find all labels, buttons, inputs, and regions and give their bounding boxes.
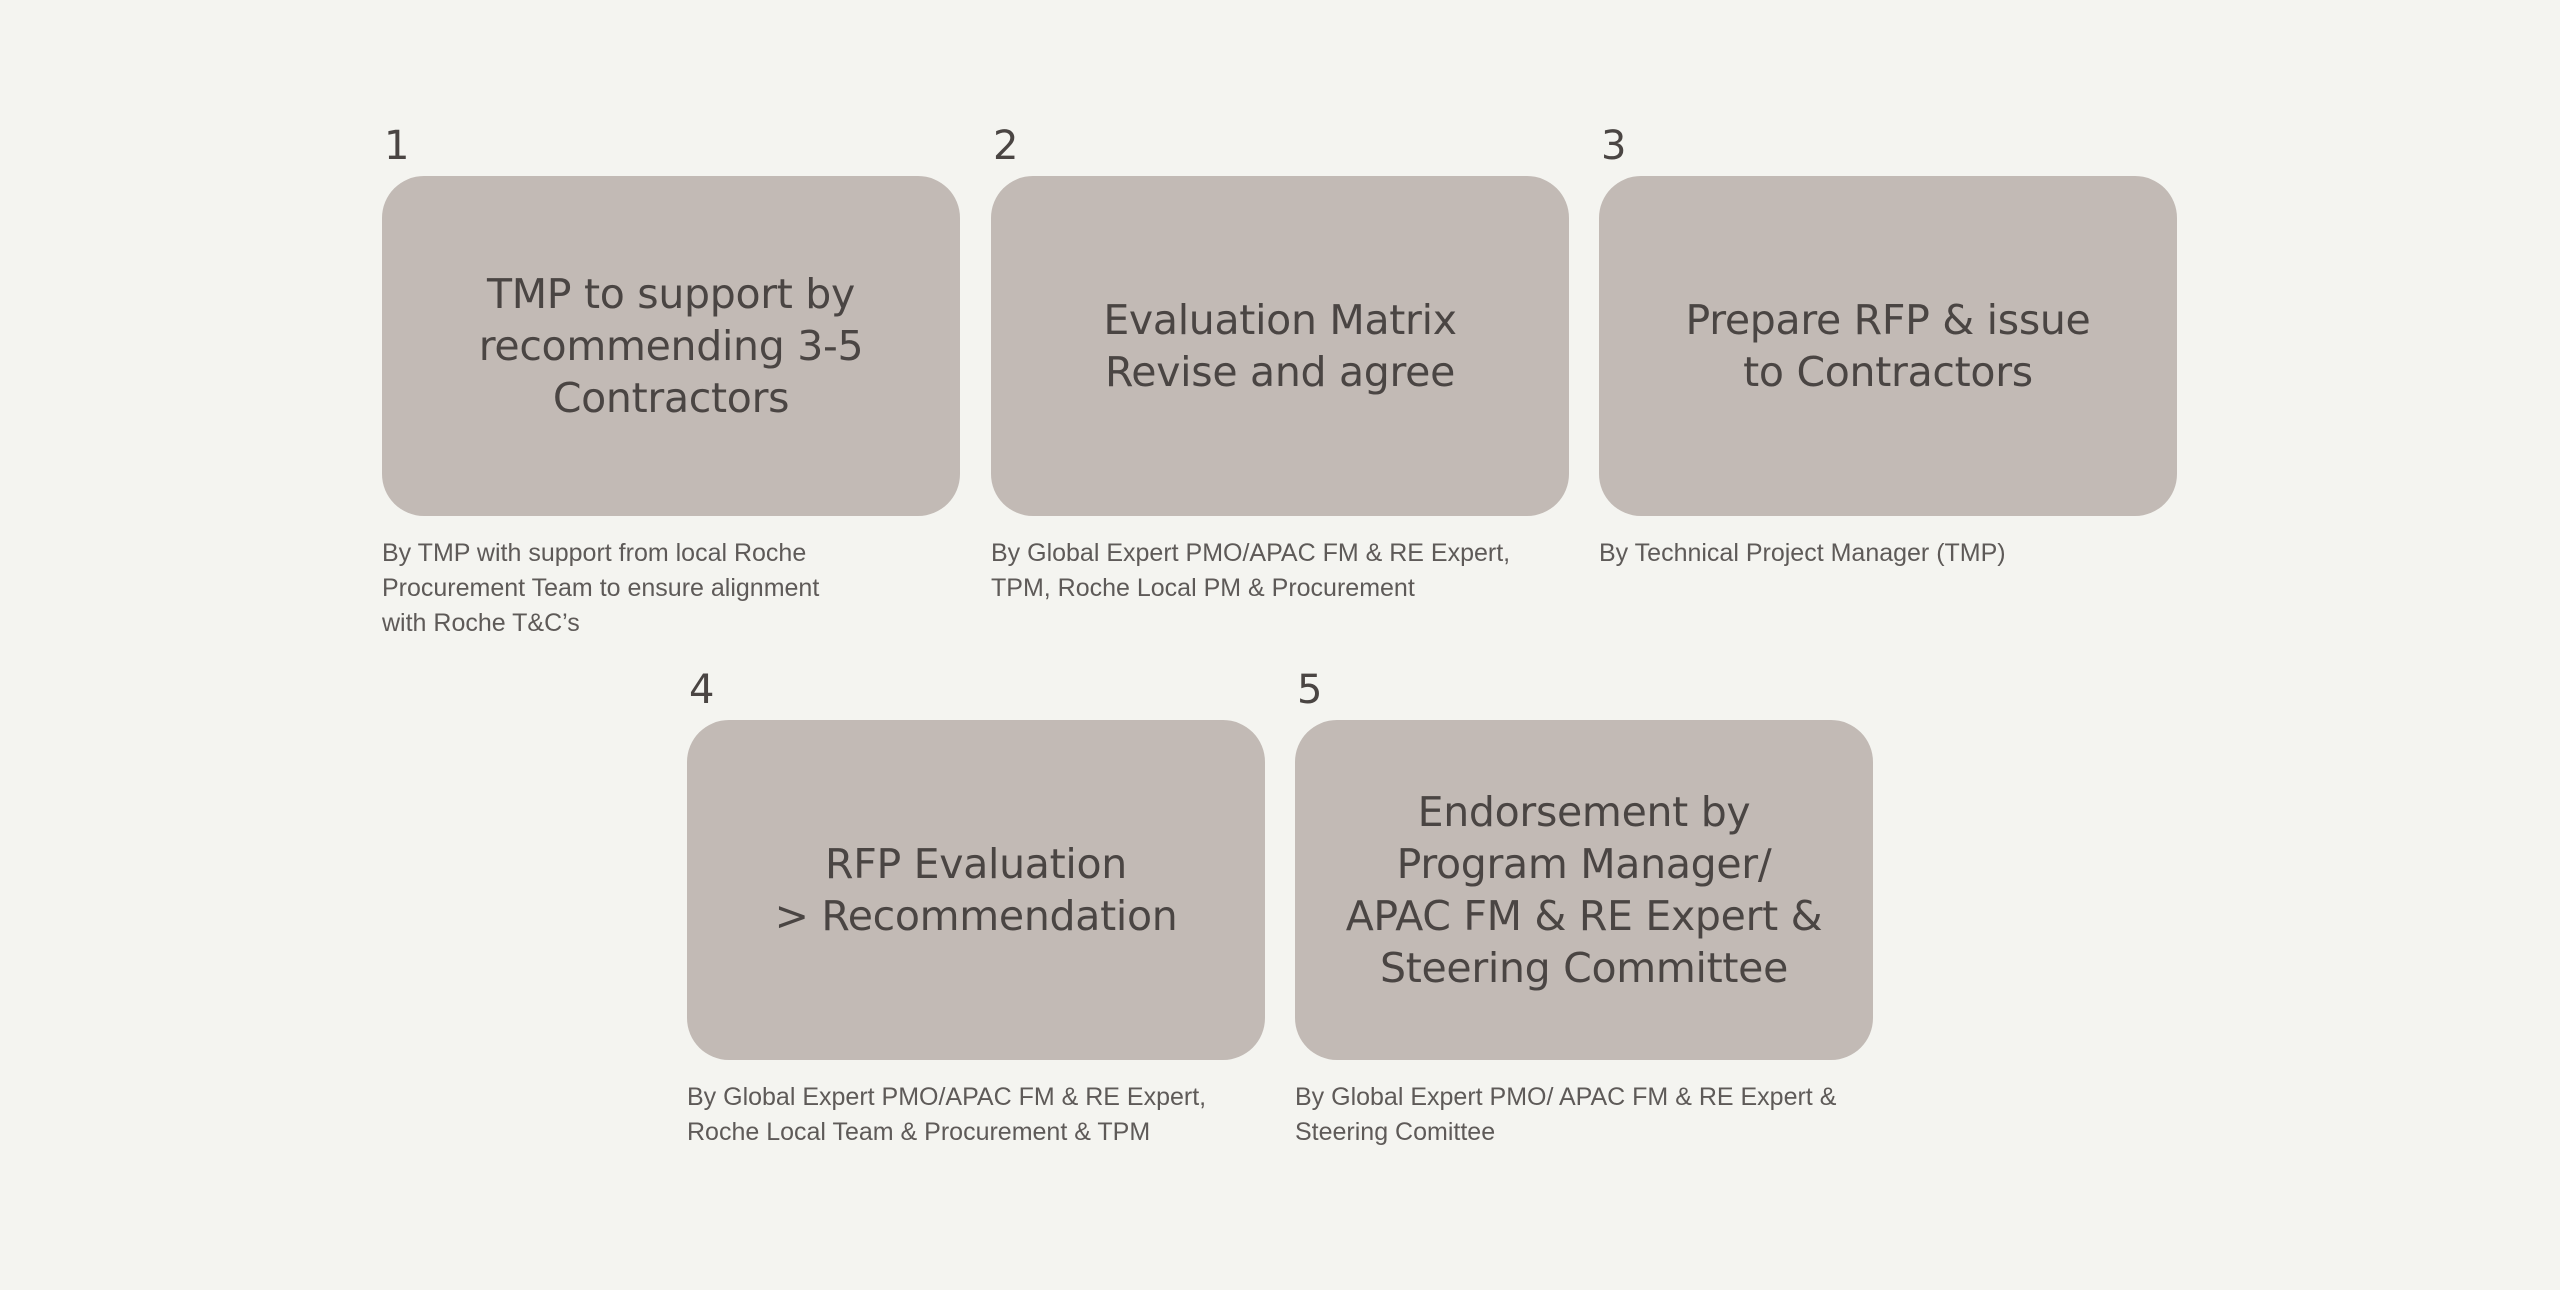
step-number: 3 (1601, 123, 1627, 169)
step-2: 2 Evaluation Matrix Revise and agree By … (991, 118, 1569, 606)
step-title: TMP to support by recommending 3-5 Contr… (478, 270, 864, 422)
step-box: Prepare RFP & issue to Contractors (1599, 176, 2177, 516)
step-caption: By Global Expert PMO/APAC FM & RE Expert… (687, 1083, 1207, 1146)
step-caption: By TMP with support from local Roche Pro… (382, 539, 820, 637)
step-5: 5 Endorsement by Program Manager/ APAC F… (1295, 662, 1873, 1150)
step-4: 4 RFP Evaluation > Recommendation By Glo… (687, 662, 1265, 1150)
step-caption: By Technical Project Manager (TMP) (1599, 539, 2006, 567)
step-caption: By Global Expert PMO/ APAC FM & RE Exper… (1295, 1083, 1837, 1146)
step-title: Evaluation Matrix Revise and agree (1103, 296, 1457, 396)
step-title: Endorsement by Program Manager/ APAC FM … (1345, 788, 1823, 992)
step-number: 4 (689, 667, 715, 713)
step-box: Endorsement by Program Manager/ APAC FM … (1295, 720, 1873, 1060)
step-title: Prepare RFP & issue to Contractors (1685, 296, 2091, 396)
step-title: RFP Evaluation > Recommendation (774, 840, 1178, 940)
step-box: RFP Evaluation > Recommendation (687, 720, 1265, 1060)
step-number: 1 (384, 123, 410, 169)
step-box: TMP to support by recommending 3-5 Contr… (382, 176, 960, 516)
step-box: Evaluation Matrix Revise and agree (991, 176, 1569, 516)
step-caption: By Global Expert PMO/APAC FM & RE Expert… (991, 539, 1511, 602)
step-number: 5 (1297, 667, 1323, 713)
step-number: 2 (993, 123, 1019, 169)
step-3: 3 Prepare RFP & issue to Contractors By … (1599, 118, 2177, 571)
step-1: 1 TMP to support by recommending 3-5 Con… (382, 118, 960, 641)
